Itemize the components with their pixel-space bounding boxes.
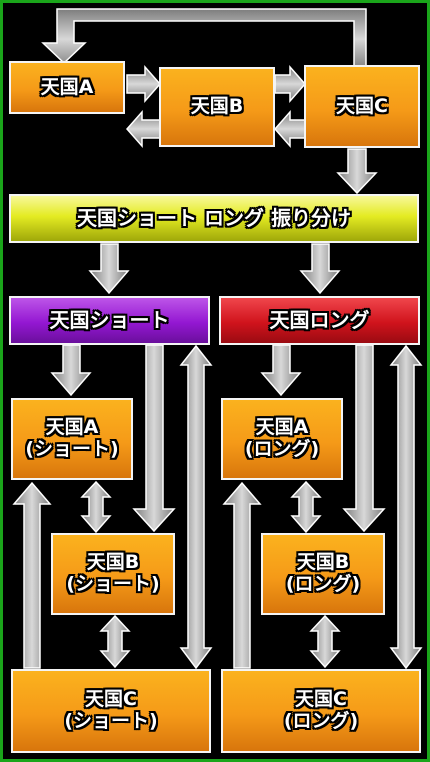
long-a-box: 天国A (ロング): [221, 398, 343, 480]
short-c-box: 天国C (ショート): [11, 669, 211, 753]
arrow-long-b-c: [309, 614, 341, 669]
arrow-long-to-a: [260, 344, 302, 397]
short-a-sub: (ショート): [25, 438, 119, 460]
heaven-a-label: 天国A: [40, 75, 94, 98]
arrow-long-a-b: [290, 480, 322, 534]
split-bar: 天国ショート ロング 振り分け: [9, 194, 419, 243]
heaven-c-label: 天国C: [336, 94, 388, 117]
arrow-c-to-b: [273, 110, 306, 148]
heaven-b-box: 天国B: [159, 67, 275, 147]
flow-arrows: [12, 8, 423, 670]
arrow-short-c-to-a: [12, 481, 52, 669]
long-a-sub: (ロング): [244, 438, 320, 460]
loop-arrow-c-to-a: [41, 8, 367, 70]
arrow-c-to-split: [336, 148, 378, 195]
arrow-short-to-b: [132, 344, 176, 533]
arrow-long-to-b: [342, 344, 386, 533]
heaven-c-box: 天国C: [304, 65, 420, 148]
heaven-a-box: 天国A: [9, 61, 125, 114]
long-c-sub: (ロング): [283, 710, 359, 732]
short-a-title: 天国A: [45, 416, 99, 439]
short-b-box: 天国B (ショート): [51, 533, 175, 615]
arrow-short-to-a: [50, 344, 92, 397]
arrow-split-to-short: [88, 243, 130, 295]
short-header: 天国ショート: [9, 296, 210, 345]
arrow-long-header-c: [389, 344, 423, 670]
arrow-long-c-to-a: [222, 481, 262, 669]
arrow-short-b-c: [99, 614, 131, 669]
long-c-title: 天国C: [295, 688, 347, 711]
arrow-short-a-b: [80, 480, 112, 534]
short-c-sub: (ショート): [64, 710, 158, 732]
short-c-title: 天国C: [85, 688, 137, 711]
split-label: 天国ショート ロング 振り分け: [77, 206, 351, 230]
arrow-short-header-c: [179, 344, 213, 670]
long-b-box: 天国B (ロング): [261, 533, 385, 615]
short-b-title: 天国B: [86, 551, 140, 574]
heaven-b-label: 天国B: [190, 95, 244, 118]
arrow-a-to-b: [126, 65, 162, 103]
short-a-box: 天国A (ショート): [11, 398, 133, 480]
short-b-sub: (ショート): [66, 573, 160, 595]
flow-diagram: 天国A 天国B 天国C 天国ショート ロング 振り分け 天国ショート 天国ロング…: [3, 3, 427, 759]
arrow-b-to-c: [274, 65, 307, 103]
arrow-b-to-a: [125, 110, 161, 148]
long-header-label: 天国ロング: [269, 308, 370, 332]
long-a-title: 天国A: [255, 416, 309, 439]
short-header-label: 天国ショート: [49, 308, 170, 332]
arrow-split-to-long: [299, 243, 341, 295]
long-b-sub: (ロング): [285, 573, 361, 595]
long-b-title: 天国B: [296, 551, 350, 574]
long-header: 天国ロング: [219, 296, 420, 345]
long-c-box: 天国C (ロング): [221, 669, 421, 753]
